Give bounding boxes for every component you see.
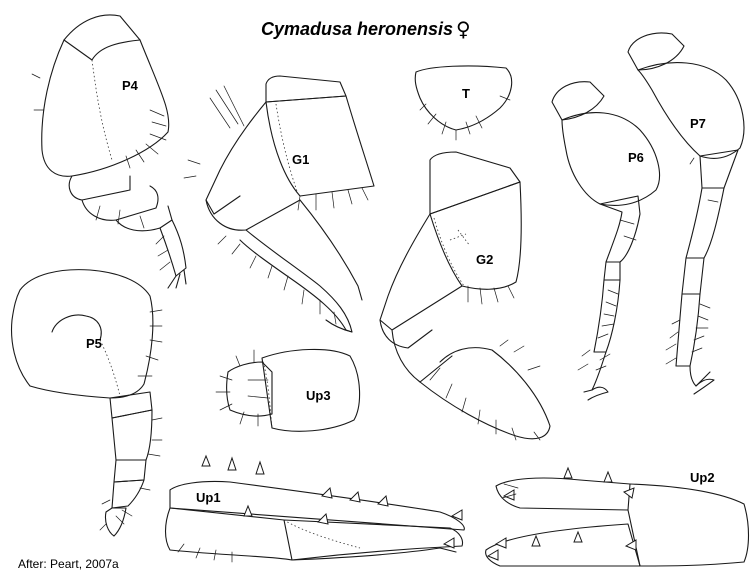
label-p7: P7	[690, 116, 706, 131]
figure-title: Cymadusa heronensis	[261, 19, 453, 39]
label-p4: P4	[122, 78, 139, 93]
label-t: T	[462, 86, 470, 101]
label-p5: P5	[86, 336, 102, 351]
appendage-g2	[379, 151, 551, 441]
female-symbol: ♀	[456, 17, 471, 41]
appendage-p7	[627, 32, 745, 395]
appendage-up1	[164, 454, 465, 563]
label-up2: Up2	[690, 470, 715, 485]
appendage-up2	[485, 466, 750, 567]
label-up3: Up3	[306, 388, 331, 403]
appendage-up3	[215, 348, 361, 432]
label-g2: G2	[476, 252, 493, 267]
appendage-p5	[11, 269, 163, 537]
label-up1: Up1	[196, 490, 221, 505]
label-g1: G1	[292, 152, 309, 167]
appendage-g1	[183, 75, 375, 333]
appendage-p4	[31, 14, 187, 289]
label-p6: P6	[628, 150, 644, 165]
appendage-telson	[414, 65, 513, 141]
figure-credit: After: Peart, 2007a	[18, 557, 119, 571]
appendage-p6	[551, 81, 660, 401]
